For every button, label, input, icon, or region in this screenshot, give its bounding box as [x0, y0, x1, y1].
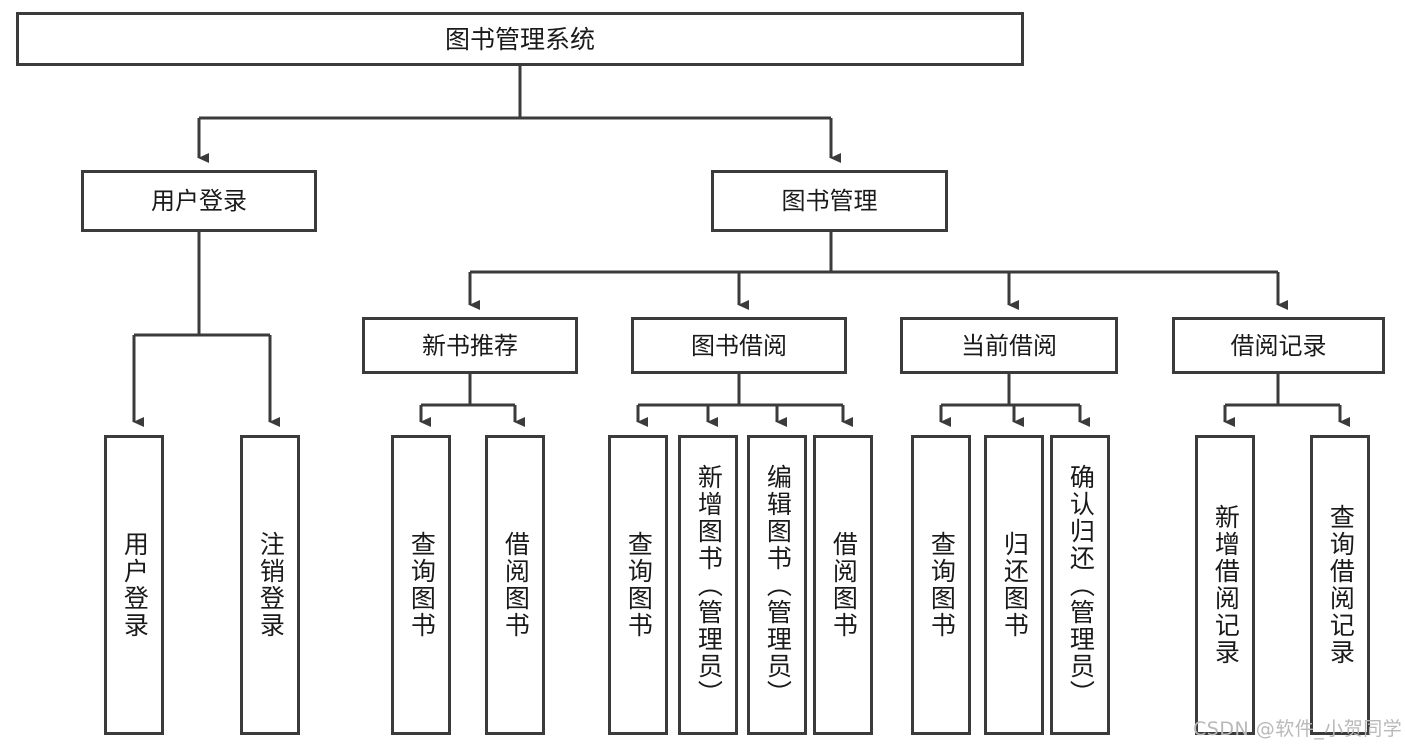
node-leaf-add-book-admin[interactable]: 新增图书（管理员） [678, 435, 738, 735]
node-leaf-query-books-recommend[interactable]: 查询图书 [391, 435, 451, 735]
node-leaf-edit-book-admin-label: 编辑图书（管理员） [763, 463, 793, 707]
node-book-management-label: 图书管理 [781, 187, 878, 215]
node-leaf-borrow-books[interactable]: 借阅图书 [813, 435, 873, 735]
node-leaf-logout-login-label: 注销登录 [256, 531, 286, 639]
node-leaf-query-books-current-label: 查询图书 [927, 531, 957, 639]
node-leaf-query-books-recommend-label: 查询图书 [407, 531, 437, 639]
node-leaf-borrow-books-label: 借阅图书 [829, 531, 859, 639]
node-leaf-user-login[interactable]: 用户登录 [104, 435, 164, 735]
node-current-borrow[interactable]: 当前借阅 [900, 317, 1118, 374]
node-leaf-add-borrow-record-label: 新增借阅记录 [1211, 504, 1241, 666]
node-leaf-borrow-books-recommend[interactable]: 借阅图书 [485, 435, 545, 735]
node-root-system-label: 图书管理系统 [444, 24, 595, 54]
node-borrow-record[interactable]: 借阅记录 [1172, 317, 1385, 374]
node-leaf-query-borrow-record[interactable]: 查询借阅记录 [1310, 435, 1370, 735]
node-leaf-user-login-label: 用户登录 [120, 531, 150, 639]
node-leaf-return-books-label: 归还图书 [1000, 531, 1030, 639]
node-new-book-recommend-label: 新书推荐 [422, 331, 518, 360]
node-book-management[interactable]: 图书管理 [711, 170, 948, 232]
node-leaf-query-books-current[interactable]: 查询图书 [911, 435, 971, 735]
node-leaf-add-book-admin-label: 新增图书（管理员） [694, 463, 724, 707]
node-leaf-confirm-return-admin-label: 确认归还（管理员） [1066, 463, 1096, 707]
node-leaf-query-books-borrow-label: 查询图书 [624, 531, 654, 639]
node-leaf-add-borrow-record[interactable]: 新增借阅记录 [1195, 435, 1255, 735]
csdn-watermark: CSDN @软件_小贺同学 [1193, 718, 1403, 740]
node-leaf-logout-login[interactable]: 注销登录 [240, 435, 300, 735]
node-book-borrow-label: 图书借阅 [691, 331, 787, 360]
node-borrow-record-label: 借阅记录 [1230, 331, 1327, 360]
node-leaf-confirm-return-admin[interactable]: 确认归还（管理员） [1050, 435, 1110, 735]
node-leaf-edit-book-admin[interactable]: 编辑图书（管理员） [747, 435, 807, 735]
node-leaf-borrow-books-recommend-label: 借阅图书 [501, 531, 531, 639]
node-root-system[interactable]: 图书管理系统 [16, 12, 1024, 66]
node-user-login[interactable]: 用户登录 [81, 170, 317, 232]
node-leaf-query-borrow-record-label: 查询借阅记录 [1326, 504, 1356, 666]
node-leaf-query-books-borrow[interactable]: 查询图书 [608, 435, 668, 735]
node-book-borrow[interactable]: 图书借阅 [631, 317, 847, 374]
node-user-login-label: 用户登录 [151, 187, 247, 215]
node-current-borrow-label: 当前借阅 [961, 331, 1057, 360]
node-new-book-recommend[interactable]: 新书推荐 [362, 317, 578, 374]
node-leaf-return-books[interactable]: 归还图书 [984, 435, 1044, 735]
